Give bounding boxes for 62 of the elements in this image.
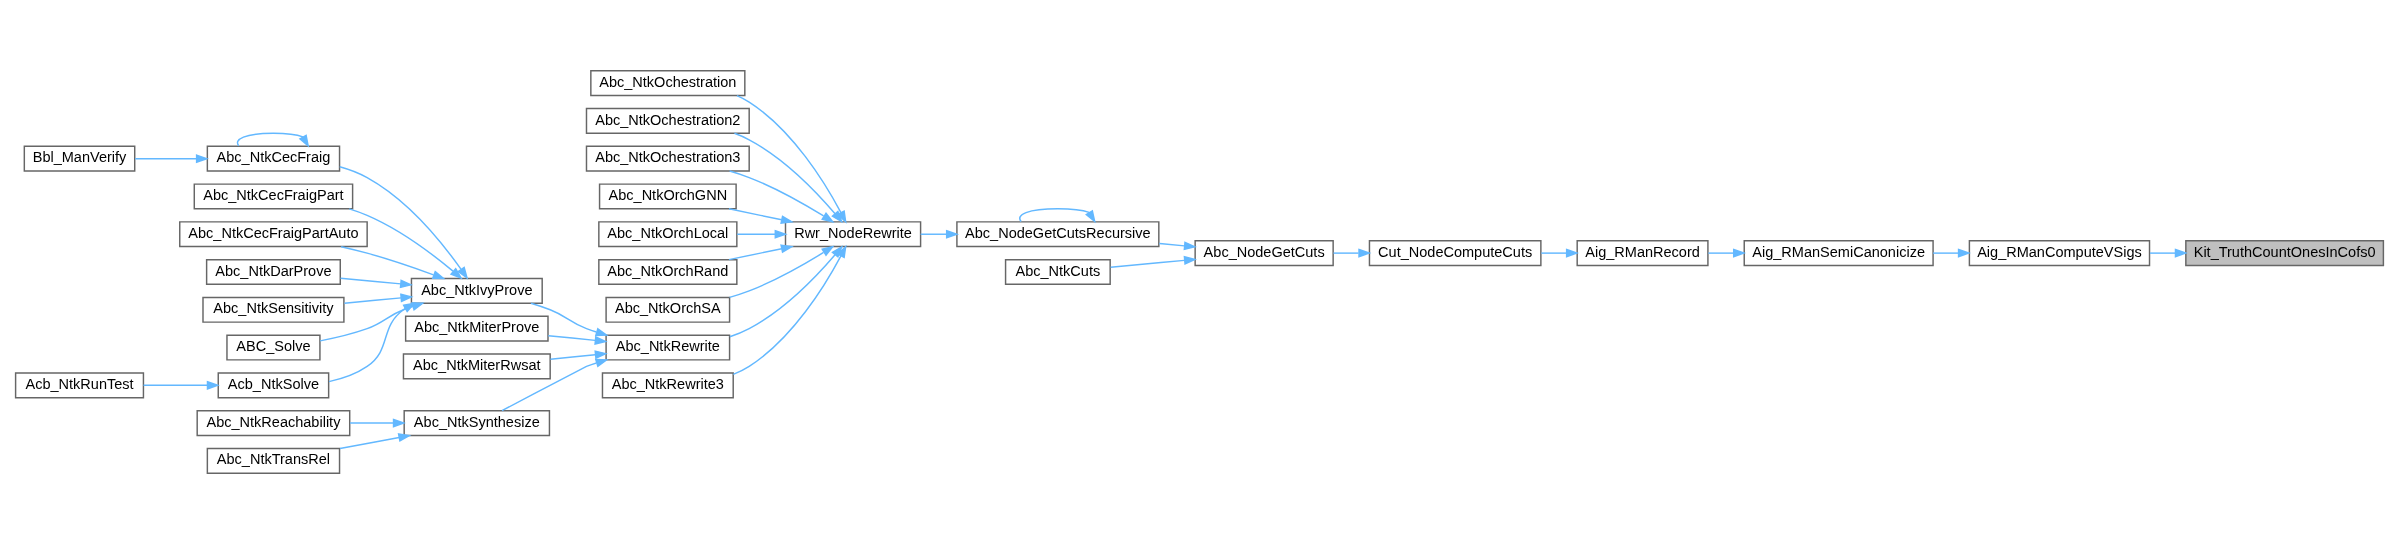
- node-box: Abc_NtkCecFraigPart: [193, 183, 354, 210]
- arrow: [728, 244, 794, 261]
- arrow: [343, 293, 414, 304]
- node-box: Acb_NtkSolve: [217, 372, 330, 399]
- node-box: Abc_NtkIvyProve: [410, 277, 543, 304]
- arrow: [319, 302, 425, 342]
- arrow: [547, 334, 608, 345]
- arrow: [1540, 248, 1579, 258]
- arrow: [328, 302, 417, 383]
- node-box: Aig_RManComputeVSigs: [1968, 240, 2151, 267]
- node-box: Abc_NtkRewrite3: [601, 372, 734, 399]
- arrow: [2149, 248, 2188, 258]
- node-box: ABC_Solve: [226, 334, 321, 361]
- node-box: Abc_NtkOrchRand: [598, 258, 738, 286]
- node-box: Rwr_NodeRewrite: [784, 221, 922, 248]
- node-box: Abc_NtkOchestration2: [585, 107, 750, 134]
- arrow: [1707, 248, 1747, 258]
- node-box: Cut_NodeComputeCuts: [1368, 240, 1542, 267]
- arrow: [134, 154, 209, 164]
- arrow: [728, 208, 794, 225]
- node-box: Acb_NtkRunTest: [14, 372, 145, 399]
- node-box: Abc_NtkTransRel: [206, 447, 341, 474]
- node-box: Abc_NtkDarProve: [205, 258, 341, 286]
- arrow: [1109, 255, 1198, 268]
- arrow: [549, 350, 608, 360]
- arrow: [1158, 241, 1197, 251]
- arrow: [338, 166, 469, 280]
- arrow: [340, 245, 446, 280]
- node-box: Abc_NtkSynthesize: [403, 410, 551, 437]
- node-box: Abc_NtkSensitivity: [202, 296, 345, 323]
- node-box: Abc_NtkMiterRwsat: [402, 353, 551, 380]
- arrow: [236, 132, 310, 148]
- node-box: Abc_NtkCecFraigPartAuto: [179, 221, 368, 248]
- node-box: Abc_NtkCuts: [1004, 258, 1111, 286]
- arrow: [728, 170, 835, 223]
- arrow: [339, 277, 414, 289]
- arrow: [728, 245, 835, 299]
- node-box: Aig_RManRecord: [1576, 240, 1709, 267]
- node-box: Abc_NtkOrchSA: [605, 296, 731, 323]
- node-box: Kit_TruthCountOnesInCofs0: [2185, 240, 2385, 267]
- node-box: Abc_NtkRewrite: [605, 334, 731, 361]
- arrow: [530, 302, 609, 337]
- node-box: Abc_NodeGetCuts: [1194, 240, 1334, 267]
- arrow: [348, 208, 463, 280]
- arrow: [349, 418, 406, 428]
- arrow: [1332, 248, 1372, 258]
- arrow: [1932, 248, 1971, 258]
- node-box: Abc_NtkOchestration3: [585, 145, 750, 172]
- arrow: [919, 229, 960, 239]
- arrow: [733, 132, 844, 224]
- node-box: Aig_RManSemiCanonicize: [1743, 240, 1934, 267]
- arrow: [142, 380, 220, 390]
- arrow: [339, 433, 412, 450]
- node-box: Abc_NodeGetCutsRecursive: [956, 221, 1160, 248]
- node-box: Abc_NtkCecFraig: [206, 145, 341, 172]
- node-box: Bbl_ManVerify: [23, 145, 136, 172]
- node-box: Abc_NtkMiterProve: [404, 315, 549, 342]
- node-box: Abc_NtkReachability: [196, 410, 351, 437]
- node-box: Abc_NtkOrchGNN: [598, 183, 737, 210]
- node-box: Abc_NtkOchestration: [590, 70, 746, 97]
- arrow: [736, 229, 788, 239]
- node-box: Abc_NtkOrchLocal: [598, 221, 738, 248]
